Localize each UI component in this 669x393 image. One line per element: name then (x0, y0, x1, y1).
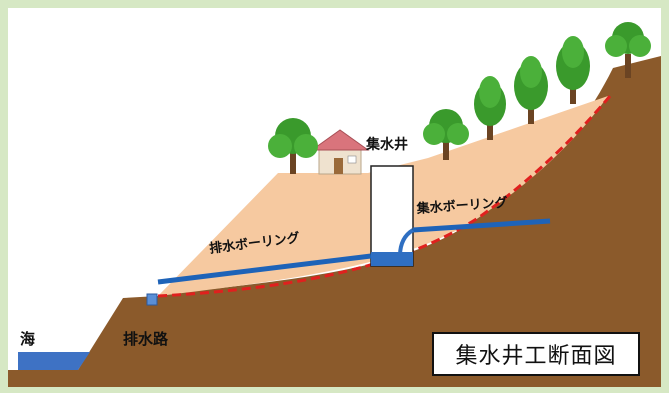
tree-icon (423, 109, 469, 160)
tree-icon (514, 56, 548, 124)
tree-icon (556, 36, 590, 104)
tree-icon (605, 22, 651, 78)
sea-water (18, 352, 90, 370)
collection-well-label: 集水井 (366, 137, 408, 153)
bedrock (8, 56, 661, 387)
sea-label: 海 (20, 330, 36, 348)
drain-boring-pipe-left (157, 253, 372, 285)
cross-section-svg (8, 22, 661, 387)
drain-outlet (146, 293, 158, 306)
tree-icon (268, 118, 318, 174)
house-icon (310, 129, 370, 175)
water-inflow (398, 228, 415, 257)
diagram-title: 集水井工断面図 (432, 332, 640, 376)
diagram-canvas: 海 排水路 集水井 排水ボーリング 集水ボーリング 集水井工断面図 (8, 8, 661, 387)
well-water (371, 252, 413, 266)
drain-channel-label: 排水路 (123, 330, 169, 348)
drain-boring-pipe-right (412, 218, 551, 233)
collection-well-shaft (370, 165, 414, 267)
tree-icon (474, 76, 506, 140)
